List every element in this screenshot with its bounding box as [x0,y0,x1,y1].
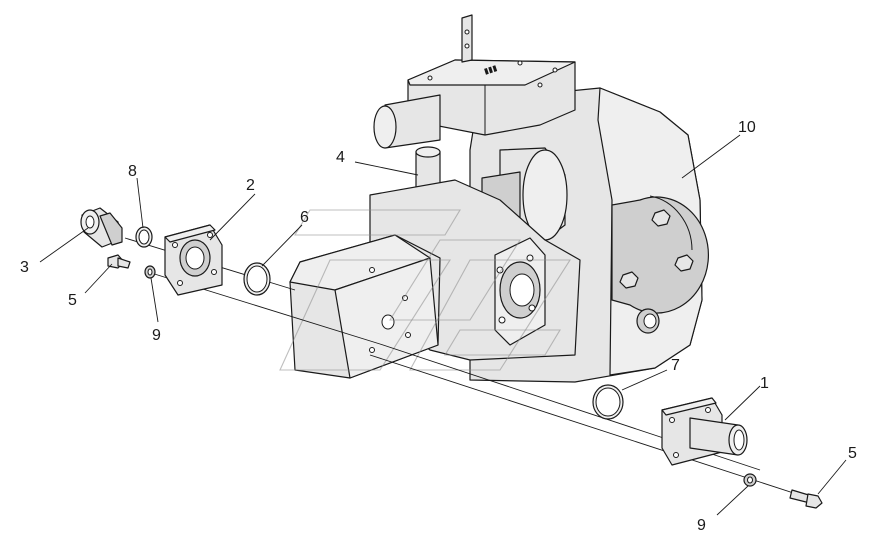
housing-marking: ▮▮▮ [483,63,498,76]
bolt-head [619,271,639,289]
fitting-part-3 [80,207,123,248]
pump-housing: ▮▮▮ [289,14,709,383]
bolt-part-5-left [107,254,131,269]
callout-2: 2 [246,177,255,194]
leader-lines [39,134,847,516]
callout-9-left: 9 [152,327,161,344]
flange-part-2 [164,224,223,296]
o-ring-part-6 [243,262,271,296]
bolt-head [651,209,671,227]
callout-10: 10 [738,119,756,136]
bolt-part-5-right [789,489,823,509]
callout-labels: 1 2 3 4 5 5 6 7 8 9 9 10 [20,119,857,534]
bolt-head [674,254,694,272]
callout-8: 8 [128,163,137,180]
callout-9-right: 9 [697,517,706,534]
callout-4: 4 [336,149,345,166]
callout-1: 1 [760,375,769,392]
washer-part-9-left [144,265,156,279]
washer-part-9-right [743,473,757,487]
callout-5-left: 5 [68,292,77,309]
flange-pipe-part-1 [661,397,748,466]
callout-5-right: 5 [848,445,857,462]
o-ring-part-7 [592,384,624,420]
o-ring-part-8 [135,226,153,248]
callout-6: 6 [300,209,309,226]
callout-3: 3 [20,259,29,276]
callout-7: 7 [671,357,680,374]
